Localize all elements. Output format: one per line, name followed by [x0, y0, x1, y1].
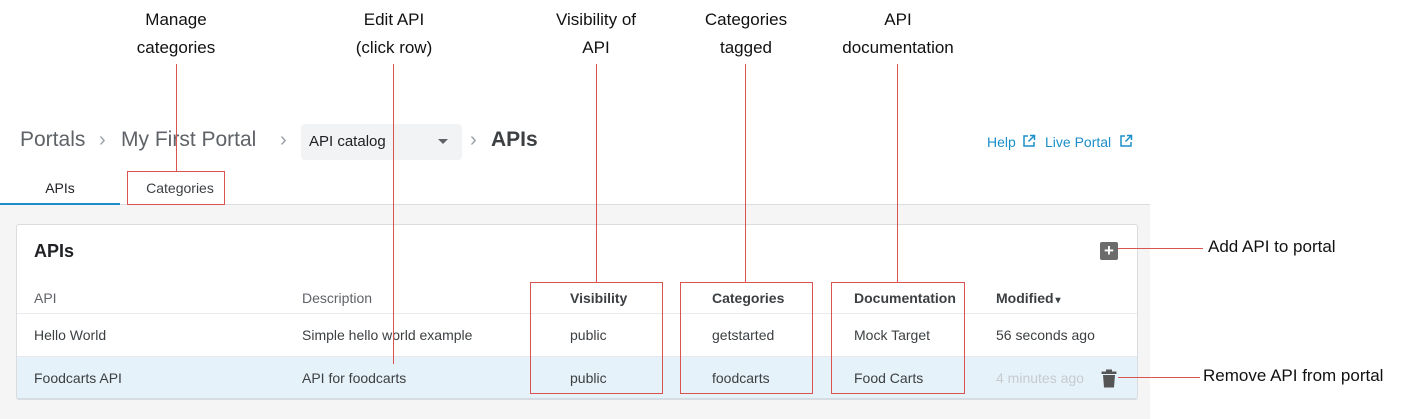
annotation-box-documentation [831, 282, 965, 394]
page-title: APIs [491, 128, 538, 151]
annotation-text: (click row) [355, 38, 433, 57]
annotation-line [596, 64, 597, 282]
modified-header-label: Modified [996, 290, 1054, 306]
annotation-api-documentation: API documentation [833, 6, 963, 62]
annotation-line [176, 64, 177, 171]
annotation-box-visibility [530, 282, 663, 394]
help-link[interactable]: Help [987, 134, 1016, 150]
column-header-visibility: Visibility [570, 290, 628, 306]
sort-descending-icon: ▾ [1055, 295, 1061, 306]
annotation-text: tagged [720, 38, 772, 57]
cell-api: Hello World [34, 327, 107, 343]
annotation-text: Edit API [363, 10, 425, 29]
tab-categories[interactable]: Categories [146, 180, 214, 196]
cell-categories: foodcarts [712, 370, 770, 386]
annotation-line [1118, 248, 1203, 249]
cell-visibility: public [570, 327, 607, 343]
card-title: APIs [34, 241, 75, 261]
table-row[interactable]: Hello World Simple hello world example p… [17, 313, 1137, 356]
trash-icon[interactable] [1101, 369, 1117, 388]
cell-modified: 4 minutes ago [996, 370, 1084, 386]
annotation-line [393, 64, 394, 364]
annotation-edit-api: Edit API (click row) [334, 6, 454, 62]
section-select[interactable]: API catalog [301, 124, 462, 160]
table-row[interactable]: Foodcarts API API for foodcarts public f… [17, 356, 1137, 399]
chevron-right-icon: › [470, 129, 477, 151]
annotation-text: Visibility of [556, 10, 636, 29]
tabs-divider [0, 204, 1150, 205]
cell-description: API for foodcarts [302, 370, 407, 386]
cell-documentation: Mock Target [854, 327, 930, 343]
annotation-text: API [582, 38, 610, 57]
external-link-icon [1023, 134, 1036, 147]
annotation-manage-categories: Manage categories [116, 6, 236, 62]
apis-card: APIs + API Description Visibility Catego… [16, 224, 1138, 400]
annotation-visibility: Visibility of API [536, 6, 656, 62]
chevron-right-icon: › [280, 129, 287, 151]
breadcrumb-portal-name[interactable]: My First Portal [121, 128, 257, 151]
annotation-line [897, 64, 898, 282]
annotation-text: Categories [704, 10, 788, 29]
live-portal-link[interactable]: Live Portal [1045, 134, 1112, 150]
cell-categories: getstarted [712, 327, 775, 343]
annotation-add-api: Add API to portal [1208, 237, 1336, 256]
breadcrumb-portals[interactable]: Portals [20, 128, 86, 151]
annotation-box-categories-tab [127, 171, 225, 205]
caret-down-icon [438, 139, 448, 144]
column-header-categories: Categories [712, 290, 785, 306]
section-select-value: API catalog [309, 133, 386, 150]
cell-documentation: Food Carts [854, 370, 924, 386]
column-header-modified[interactable]: Modified▾ [996, 290, 1061, 306]
external-link-icon [1120, 134, 1133, 147]
annotation-text: API [884, 10, 912, 29]
chevron-right-icon: › [99, 129, 106, 151]
annotation-text: documentation [842, 38, 954, 57]
cell-api: Foodcarts API [34, 370, 122, 386]
column-header-api: API [34, 290, 57, 306]
annotation-categories-tagged: Categories tagged [686, 6, 806, 62]
cell-description: Simple hello world example [302, 327, 473, 343]
annotation-line [745, 64, 746, 282]
plus-icon: + [1104, 241, 1114, 260]
tab-apis[interactable]: APIs [0, 172, 120, 205]
column-header-documentation: Documentation [854, 290, 956, 306]
annotation-remove-api: Remove API from portal [1203, 366, 1384, 385]
cell-modified: 56 seconds ago [996, 327, 1095, 343]
annotation-line [1118, 377, 1200, 378]
annotation-text: categories [136, 38, 216, 57]
annotation-text: Manage [145, 10, 207, 29]
add-api-button[interactable]: + [1100, 242, 1118, 260]
annotation-box-categories [680, 282, 813, 394]
column-header-description: Description [302, 290, 373, 306]
cell-visibility: public [570, 370, 607, 386]
